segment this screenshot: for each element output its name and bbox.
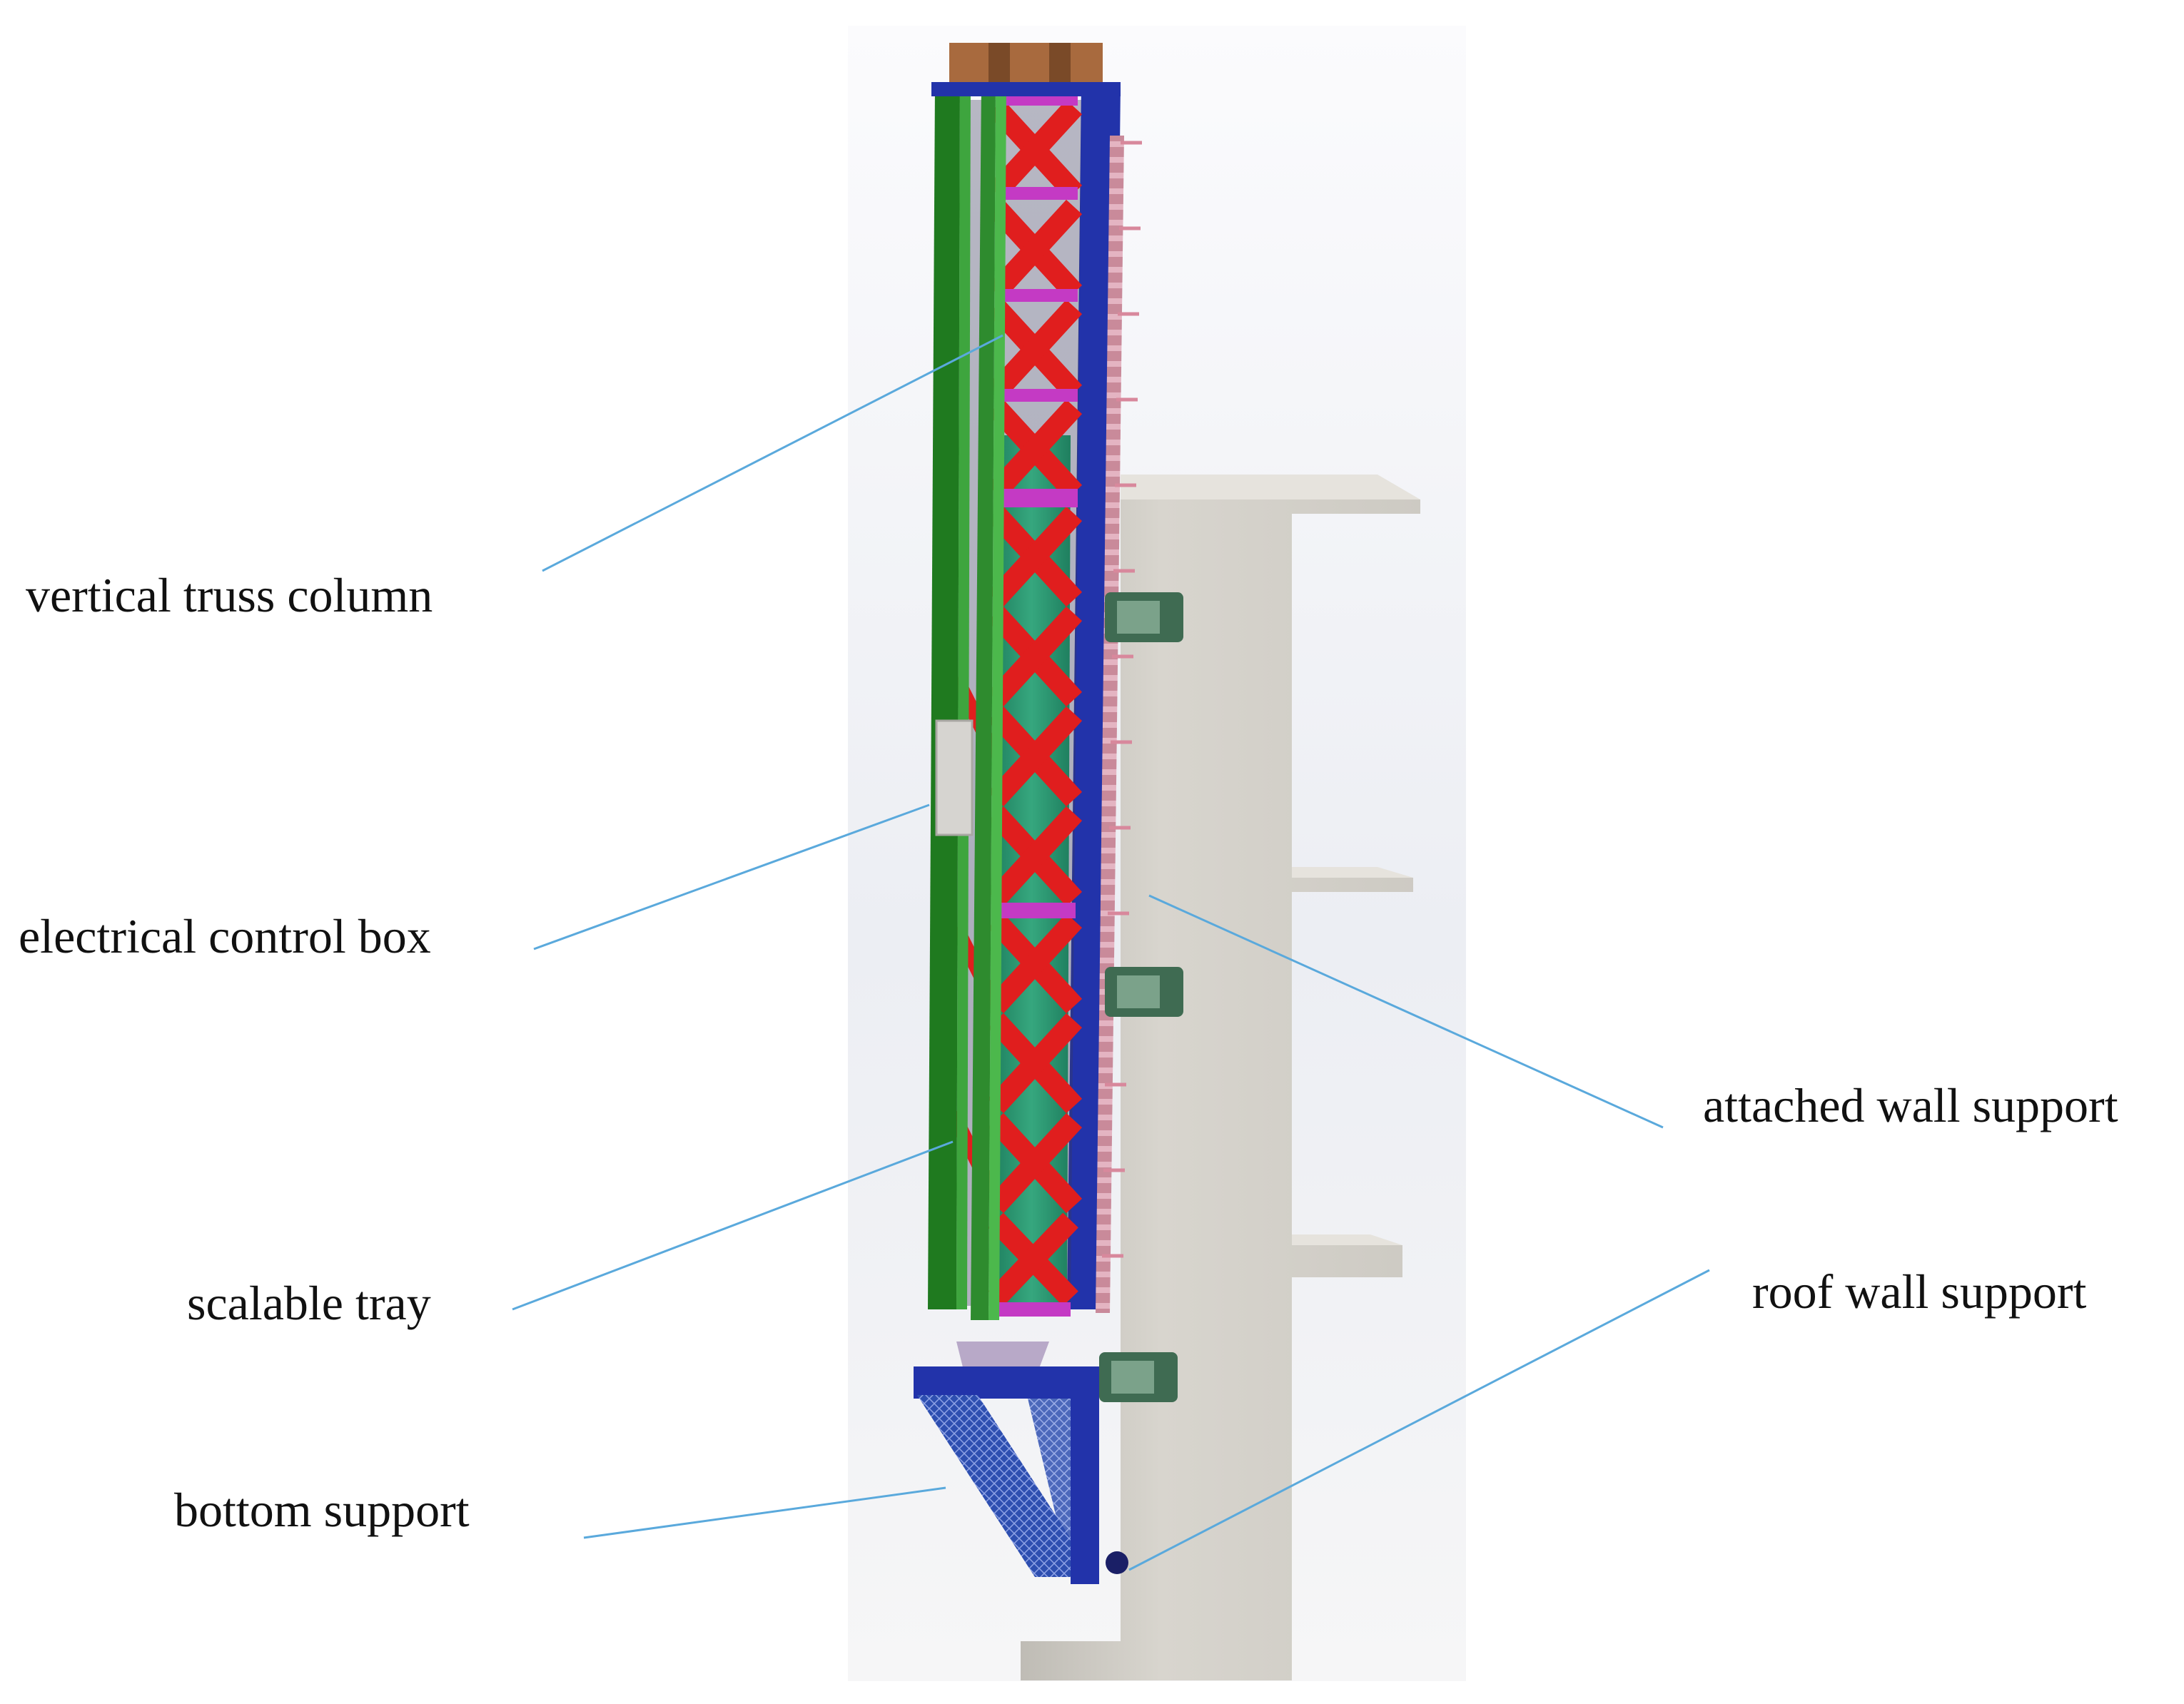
top-cap [949, 43, 1103, 87]
leader-line-attached-wall-support [1148, 894, 1664, 1129]
leader-lines [512, 334, 1710, 1571]
label-roof-wall-support: roof wall support [1752, 1264, 2087, 1319]
leader-line-scalable-tray [512, 1140, 954, 1311]
bottom-support-structure [914, 1342, 1128, 1584]
label-bottom-support: bottom support [174, 1483, 470, 1537]
label-scalable-tray: scalable tray [187, 1276, 431, 1330]
electrical-control-box [935, 719, 974, 836]
leader-line-bottom-support [583, 1486, 946, 1539]
attached-wall-supports [1099, 592, 1183, 1402]
label-electrical-control-box: electrical control box [19, 909, 431, 963]
label-vertical-truss-column: vertical truss column [26, 568, 433, 622]
leader-line-electrical-control-box [533, 803, 930, 950]
leader-line-roof-wall-support [1128, 1269, 1710, 1571]
label-attached-wall-support: attached wall support [1703, 1078, 2118, 1132]
leader-line-vertical-truss-column [542, 334, 1003, 572]
vertical-truss [928, 82, 1142, 1320]
